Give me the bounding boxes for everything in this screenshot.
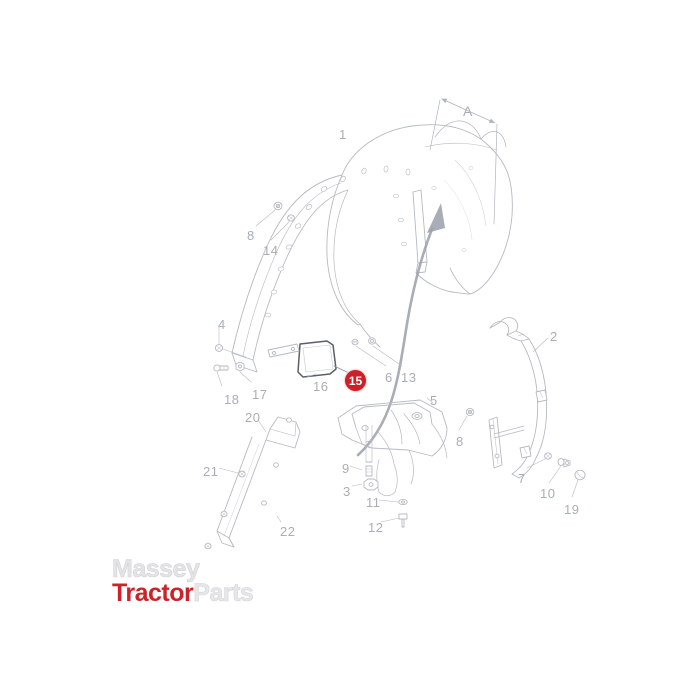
- fasteners-21-22: [204, 467, 282, 550]
- part-16-bracket: [297, 340, 337, 378]
- handrail-support-post: [488, 416, 525, 469]
- fasteners-4-17-18: [213, 325, 252, 387]
- callout-11-nut[interactable]: 11: [366, 495, 381, 510]
- callout-9-spacer[interactable]: 9: [342, 461, 350, 476]
- callout-4-bolt[interactable]: 4: [218, 317, 226, 332]
- part-17-strip: [267, 343, 300, 358]
- callout-19-cap[interactable]: 19: [564, 502, 580, 517]
- part-15-highlight-badge[interactable]: 15: [345, 370, 366, 391]
- callout-12-bolt[interactable]: 12: [368, 520, 384, 535]
- callout-2-handrail[interactable]: 2: [550, 329, 558, 344]
- dimension-a: [429, 98, 498, 225]
- fasteners-7-10-19: [526, 452, 586, 498]
- fastener-stack-9-3-11-12: [349, 424, 408, 528]
- highlight-pointer-arrow: [356, 203, 445, 457]
- watermark-line-massey: Massey: [112, 555, 200, 583]
- fasteners-6-13: [351, 337, 403, 367]
- part-2-handrail: [489, 317, 549, 479]
- callout-1-fender[interactable]: 1: [339, 127, 347, 142]
- dimension-label-a: A: [463, 103, 473, 119]
- callout-14-bolt[interactable]: 14: [263, 243, 279, 258]
- callout-8-washer-lower[interactable]: 8: [456, 434, 464, 449]
- fasteners-8-14-upper: [255, 201, 295, 241]
- callout-22-screw[interactable]: 22: [280, 524, 296, 539]
- callout-8-washer-upper[interactable]: 8: [247, 228, 255, 243]
- callout-10-washer[interactable]: 10: [540, 486, 556, 501]
- callout-3-nut[interactable]: 3: [343, 484, 351, 499]
- part-1-fender: [231, 120, 513, 373]
- callout-16-bracket[interactable]: 16: [313, 379, 329, 394]
- callout-21-bolt[interactable]: 21: [203, 464, 219, 479]
- watermark-parts-text: Parts: [193, 579, 254, 607]
- part-20-mudflap: [216, 416, 301, 548]
- callout-18-clip[interactable]: 18: [224, 392, 240, 407]
- watermark-line-tractorparts: TractorParts: [112, 579, 254, 607]
- part-5-step-plate: [337, 397, 448, 497]
- callout-20-mudflap[interactable]: 20: [245, 410, 261, 425]
- callout-5-step[interactable]: 5: [430, 393, 438, 408]
- fastener-8-lower: [458, 407, 475, 431]
- callout-17-nut[interactable]: 17: [252, 387, 268, 402]
- callout-13-nut[interactable]: 13: [401, 370, 417, 385]
- callout-6-screw[interactable]: 6: [385, 370, 393, 385]
- callout-7-bolt[interactable]: 7: [518, 471, 526, 486]
- watermark-tractor-text: Tractor: [112, 579, 194, 607]
- watermark-logo: Massey TractorParts: [112, 555, 254, 607]
